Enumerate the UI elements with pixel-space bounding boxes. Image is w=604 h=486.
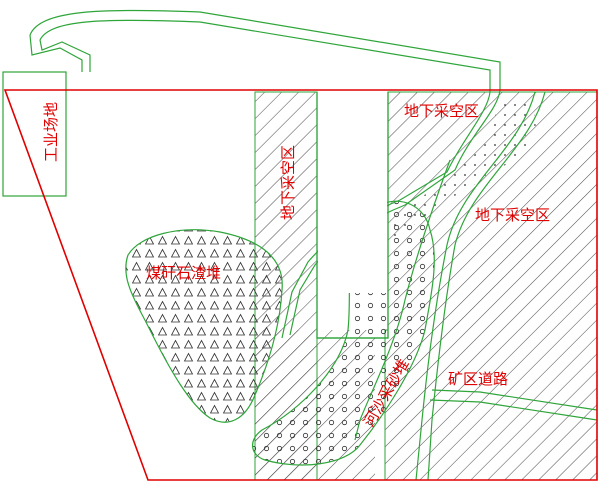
label-goaf-vertical: 地下采空区: [279, 145, 297, 220]
access-road-hook: [29, 34, 83, 72]
mine-road-a: [431, 389, 598, 411]
industrial-site-box: [2, 71, 67, 197]
coal-gangue-pile: [125, 229, 283, 423]
label-gangue-pile: 煤矸石渣堆: [146, 264, 221, 282]
mine-boundary: [3, 89, 598, 481]
label-goaf-right: 地下采空区: [475, 206, 550, 224]
label-industrial-site: 工业场地: [42, 102, 60, 162]
diagonal-road-a: [427, 91, 546, 481]
unmined-gap-fill: [318, 93, 387, 293]
label-goaf-top: 地下采空区: [404, 102, 479, 120]
diagonal-road-b: [415, 91, 536, 481]
inner-pile-edge: [354, 159, 451, 441]
dotted-strip: [385, 95, 536, 240]
label-mine-road: 矿区道路: [448, 370, 508, 388]
mine-road-b: [429, 399, 598, 421]
access-road-hook-inner: [39, 39, 91, 72]
